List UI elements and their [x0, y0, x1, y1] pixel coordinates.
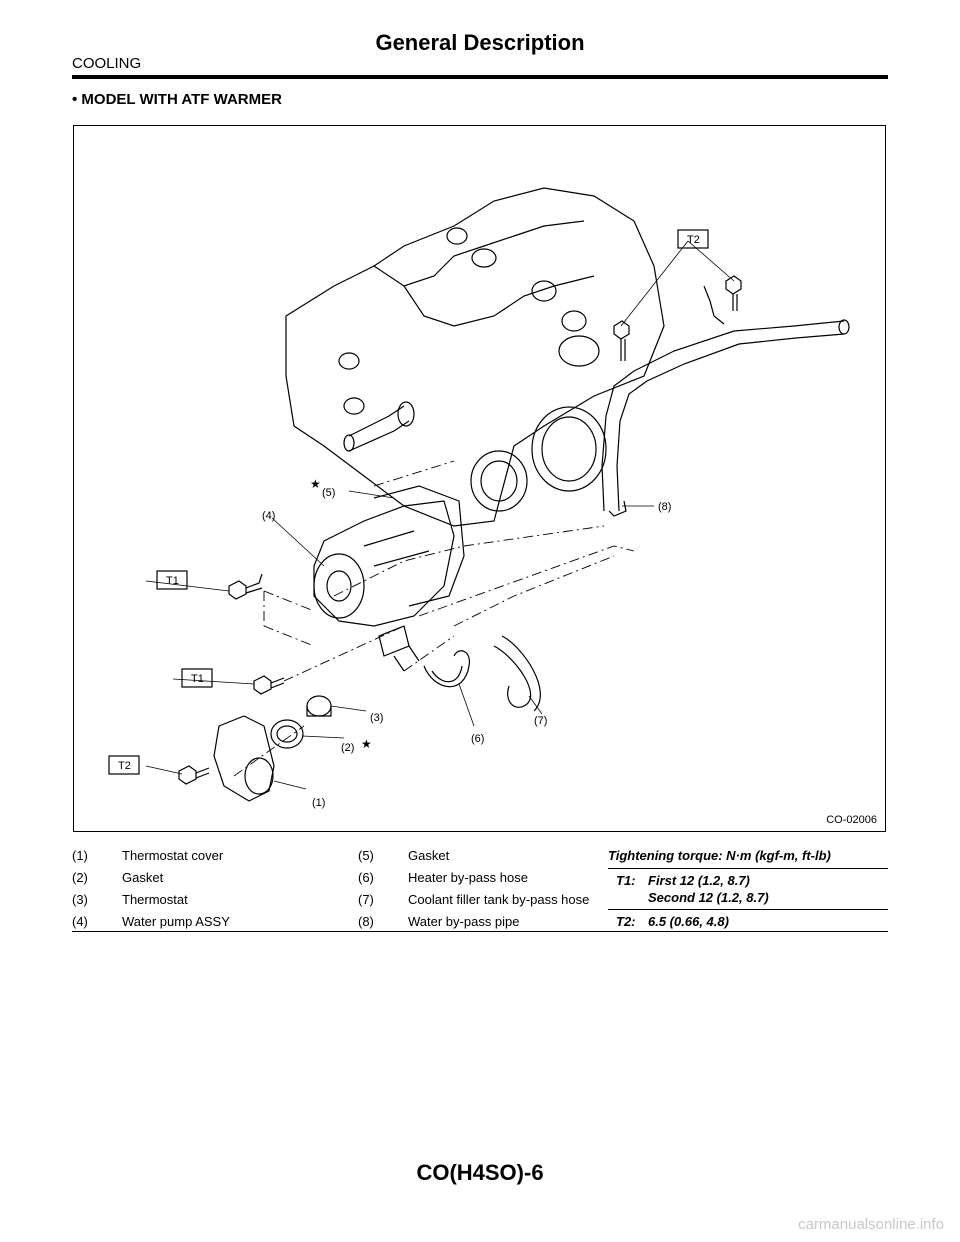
- legend-label: Thermostat cover: [122, 848, 224, 863]
- divider: [72, 931, 888, 932]
- star-icon-2: ★: [361, 737, 372, 751]
- legend-label: Coolant filler tank by-pass hose: [408, 892, 590, 907]
- tag-t1-lower: T1: [191, 673, 204, 685]
- subheading: • MODEL WITH ATF WARMER: [72, 91, 282, 108]
- thermostat-cover: [213, 715, 275, 802]
- tag-t1-upper: T1: [166, 575, 179, 587]
- legend-num: (8): [358, 914, 374, 929]
- page-number: CO(H4SO)-6: [416, 1160, 544, 1185]
- legend-label: Thermostat: [122, 892, 188, 907]
- tag-t2-lower: T2: [118, 760, 131, 772]
- legend-label: Water by-pass pipe: [408, 914, 520, 929]
- legend-label: Gasket: [408, 848, 450, 863]
- legend-num: (6): [358, 870, 374, 885]
- figure-id: CO-02006: [826, 814, 877, 826]
- watermark: carmanualsonline.info: [798, 1216, 944, 1233]
- exploded-diagram: T1 T1 T2 T2 (1) (2) (3) (4) (5) (6) (7) …: [73, 125, 886, 832]
- legend-num: (2): [72, 870, 88, 885]
- torque-value: 6.5 (0.66, 4.8): [648, 914, 729, 929]
- header-rule: [72, 75, 888, 79]
- legend-num: (7): [358, 892, 374, 907]
- callout-2: (2): [341, 742, 354, 754]
- torque-key: T2:: [616, 914, 636, 929]
- torque-value: First 12 (1.2, 8.7): [648, 873, 750, 888]
- legend-num: (5): [358, 848, 374, 863]
- tag-t2-top: T2: [687, 234, 700, 246]
- torque-key: T1:: [616, 873, 636, 888]
- torque-heading: Tightening torque: N·m (kgf-m, ft-lb): [608, 848, 888, 869]
- torque-value: Second 12 (1.2, 8.7): [648, 890, 769, 905]
- callout-7: (7): [534, 715, 547, 727]
- engine-block: [285, 187, 665, 527]
- legend-num: (1): [72, 848, 88, 863]
- diagram-drawing: T1 T1 T2 T2 (1) (2) (3) (4) (5) (6) (7) …: [108, 187, 850, 809]
- page-title: General Description: [375, 30, 585, 55]
- callout-4: (4): [262, 510, 275, 522]
- callout-5: (5): [322, 487, 335, 499]
- legend-num: (4): [72, 914, 88, 929]
- callout-1: (1): [312, 797, 325, 809]
- callout-8: (8): [658, 501, 671, 513]
- callout-6: (6): [471, 733, 484, 745]
- legend-label: Heater by-pass hose: [408, 870, 528, 885]
- callout-3: (3): [370, 712, 383, 724]
- section-label: COOLING: [72, 55, 142, 72]
- divider: [608, 909, 888, 910]
- legend-label: Gasket: [122, 870, 164, 885]
- legend-num: (3): [72, 892, 88, 907]
- legend-label: Water pump ASSY: [122, 914, 230, 929]
- star-icon-5: ★: [310, 477, 321, 491]
